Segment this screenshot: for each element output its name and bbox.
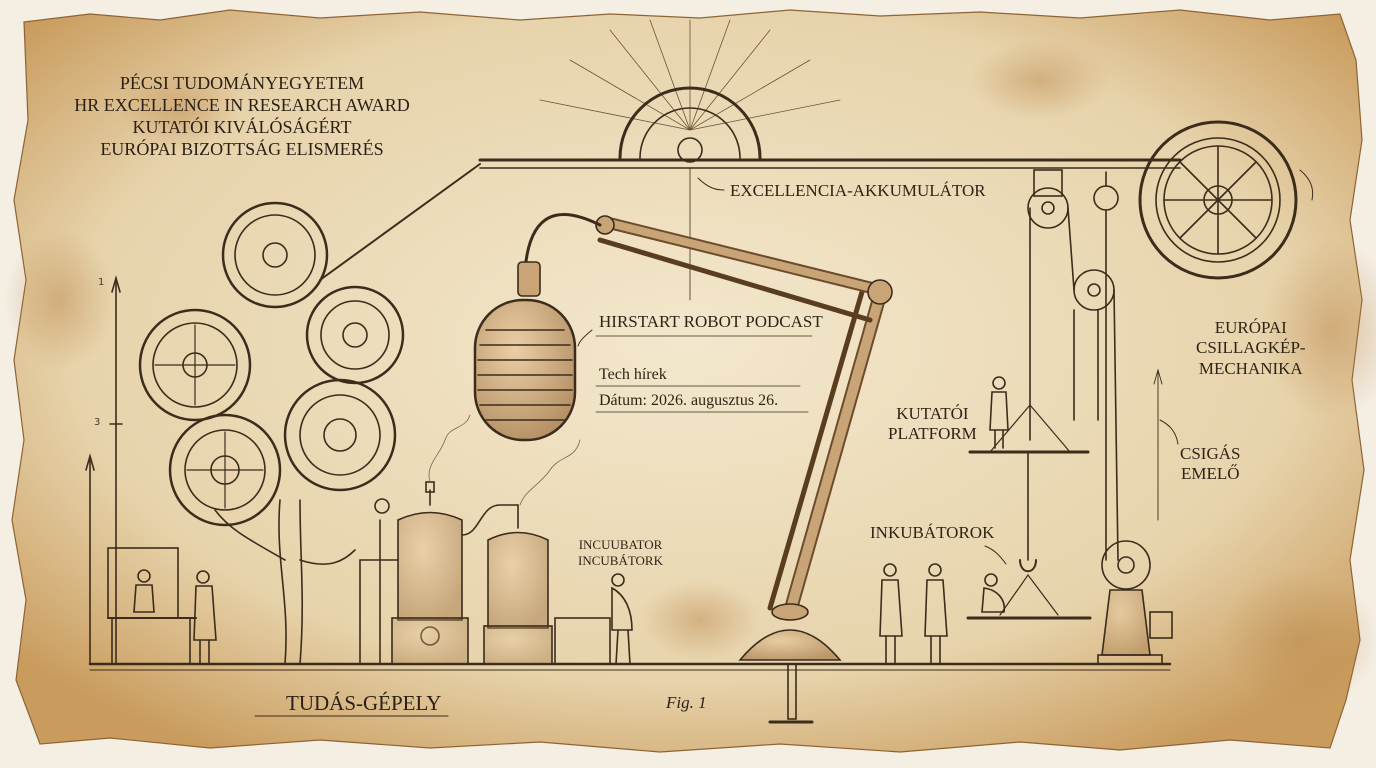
- incubators-label: INKUBÁTOROK: [870, 523, 995, 542]
- scale-tick-top: 1: [98, 277, 105, 288]
- scale-tick-mid: 3: [94, 417, 101, 428]
- research-platform-label: KUTATÓI PLATFORM: [888, 404, 977, 444]
- accumulator-label: EXCELLENCIA-AKKUMULÁTOR: [730, 181, 986, 200]
- pulley-lift-label: CSIGÁS EMELŐ: [1180, 444, 1241, 484]
- title-line-award: HR EXCELLENCE IN RESEARCH AWARD: [74, 95, 410, 115]
- tech-news-label: Tech hírek: [599, 366, 667, 383]
- machine-caption: TUDÁS-GÉPELY: [286, 691, 442, 715]
- title-line-excellence: KUTATÓI KIVÁLÓSÁGÉRT: [132, 117, 352, 137]
- title-line-commission: EURÓPAI BIZOTTSÁG ELISMERÉS: [100, 139, 384, 159]
- title-line-university: PÉCSI TUDOMÁNYEGYETEM: [119, 73, 365, 93]
- incubator-small-label: INCUUBATOR INCUBÁTORK: [578, 537, 663, 568]
- figure-number: Fig. 1: [666, 693, 707, 712]
- star-mechanics-label: EURÓPAI CSILLAGKÉP- MECHANIKA: [1196, 318, 1306, 378]
- date-label: Dátum: 2026. augusztus 26.: [599, 392, 779, 409]
- podcast-title: HIRSTART ROBOT PODCAST: [599, 312, 823, 331]
- title-block: PÉCSI TUDOMÁNYEGYETEM HR EXCELLENCE IN R…: [72, 72, 412, 160]
